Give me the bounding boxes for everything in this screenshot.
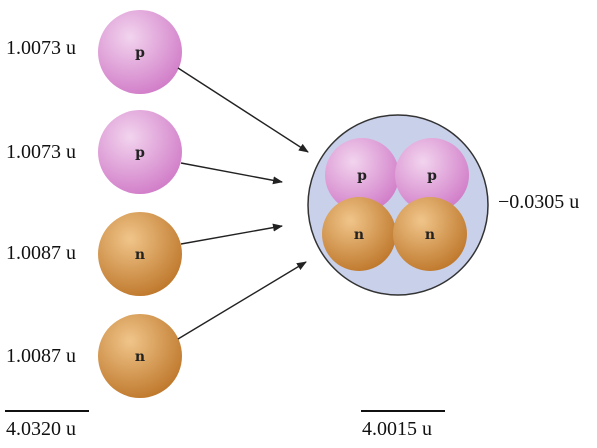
free-particle-proton-1: p [98, 10, 182, 94]
bound-total-label: 4.0015 u [362, 418, 432, 440]
particle-symbol: n [135, 349, 145, 365]
free-particle-neutron-1: n [98, 212, 182, 296]
particle-symbol: p [135, 145, 145, 161]
free-particle-neutron-2: n [98, 314, 182, 398]
nucleus-enclosure [307, 114, 489, 296]
mass-defect-label: −0.0305 u [498, 191, 580, 213]
bound-proton-left: p [325, 138, 399, 212]
proton-ball [395, 138, 469, 212]
free-particle-proton-2: p [98, 110, 182, 194]
neutron-ball [98, 314, 182, 398]
proton-ball [325, 138, 399, 212]
particle-symbol: n [135, 247, 145, 263]
arrow-neutron-2 [177, 261, 307, 340]
particle-symbol: p [357, 168, 367, 184]
mass-label-neutron-1: 1.0087 u [6, 242, 76, 264]
arrow-neutron-1 [180, 223, 283, 245]
separate-total-label: 4.0320 u [6, 418, 76, 440]
arrow-proton-2 [180, 162, 283, 185]
proton-ball [98, 110, 182, 194]
proton-ball [98, 10, 182, 94]
neutron-ball [322, 197, 396, 271]
neutron-ball [393, 197, 467, 271]
bound-neutron-left: n [322, 197, 396, 271]
bound-total-rule [361, 410, 445, 412]
particle-symbol: n [425, 227, 435, 243]
arrow-proton-1 [177, 67, 309, 153]
separate-total-rule [5, 410, 89, 412]
particle-symbol: p [427, 168, 437, 184]
particle-symbol: n [354, 227, 364, 243]
bound-proton-right: p [395, 138, 469, 212]
neutron-ball [98, 212, 182, 296]
mass-label-proton-2: 1.0073 u [6, 141, 76, 163]
particle-symbol: p [135, 45, 145, 61]
mass-label-neutron-2: 1.0087 u [6, 345, 76, 367]
mass-label-proton-1: 1.0073 u [6, 37, 76, 59]
bound-neutron-right: n [393, 197, 467, 271]
